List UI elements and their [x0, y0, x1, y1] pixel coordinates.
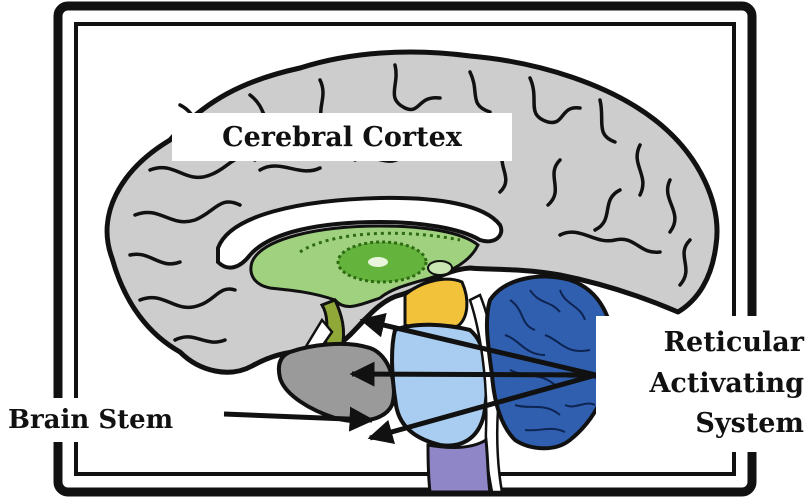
brain-stem-label: Brain Stem [4, 398, 222, 442]
thalamus-core [368, 257, 388, 267]
cerebral-cortex-label: Cerebral Cortex [172, 113, 512, 161]
ras-label-line1: Reticular [664, 323, 804, 364]
ras-label-line2: Activating [649, 364, 804, 405]
medulla [428, 440, 490, 492]
ras-arrow-2 [352, 374, 596, 375]
reticular-activating-system-label: Reticular Activating System [596, 316, 808, 452]
pineal-shape [428, 261, 452, 275]
ras-label-line3: System [695, 404, 804, 445]
temporal-stem [279, 344, 394, 421]
midbrain [405, 279, 467, 329]
